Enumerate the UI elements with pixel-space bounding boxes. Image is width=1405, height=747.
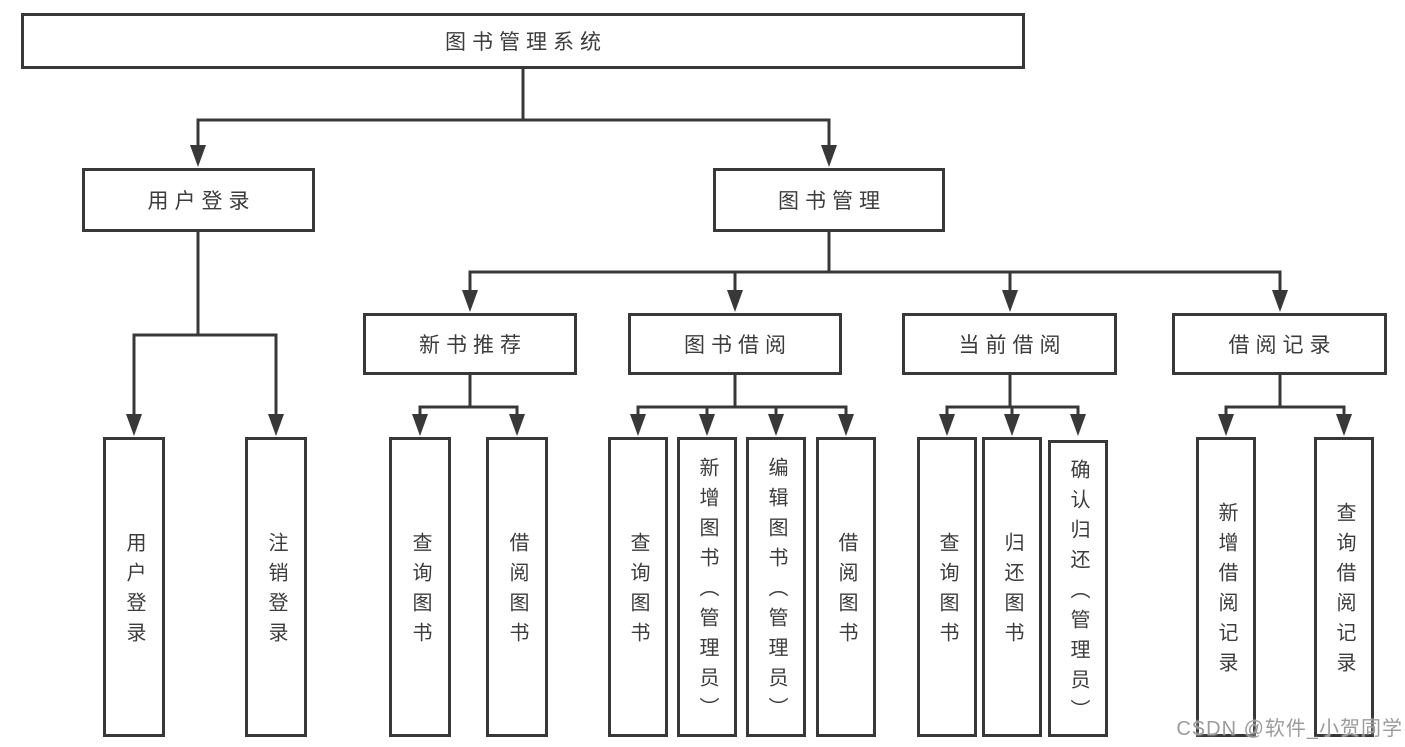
leaf-edit-book-admin: 编辑图书（管理员） [746,437,806,737]
leaf-query-books-recommend: 查询图书 [389,437,451,737]
leaf-confirm-return-admin: 确认归还（管理员） [1048,440,1108,737]
node-root-system: 图书管理系统 [21,13,1025,69]
leaf-user-login: 用户登录 [103,437,165,737]
leaf-return-book: 归还图书 [982,437,1042,737]
node-user-login-branch: 用户登录 [82,168,315,232]
node-book-management-branch: 图书管理 [713,168,945,232]
leaf-query-books-borrow: 查询图书 [608,437,668,737]
node-current-borrow: 当前借阅 [902,313,1117,375]
leaf-add-book-admin: 新增图书（管理员） [677,437,737,737]
leaf-query-books-current: 查询图书 [917,437,977,737]
node-borrow-records: 借阅记录 [1172,313,1387,375]
node-new-book-recommend: 新书推荐 [363,313,577,375]
leaf-logout: 注销登录 [245,437,307,737]
csdn-watermark: CSDN @软件_小贺同学 [1176,718,1403,740]
leaf-query-borrow-record: 查询借阅记录 [1314,437,1374,737]
leaf-borrow-books-recommend: 借阅图书 [486,437,548,737]
leaf-borrow-book: 借阅图书 [816,437,876,737]
leaf-add-borrow-record: 新增借阅记录 [1196,437,1256,737]
node-book-borrow: 图书借阅 [628,313,842,375]
